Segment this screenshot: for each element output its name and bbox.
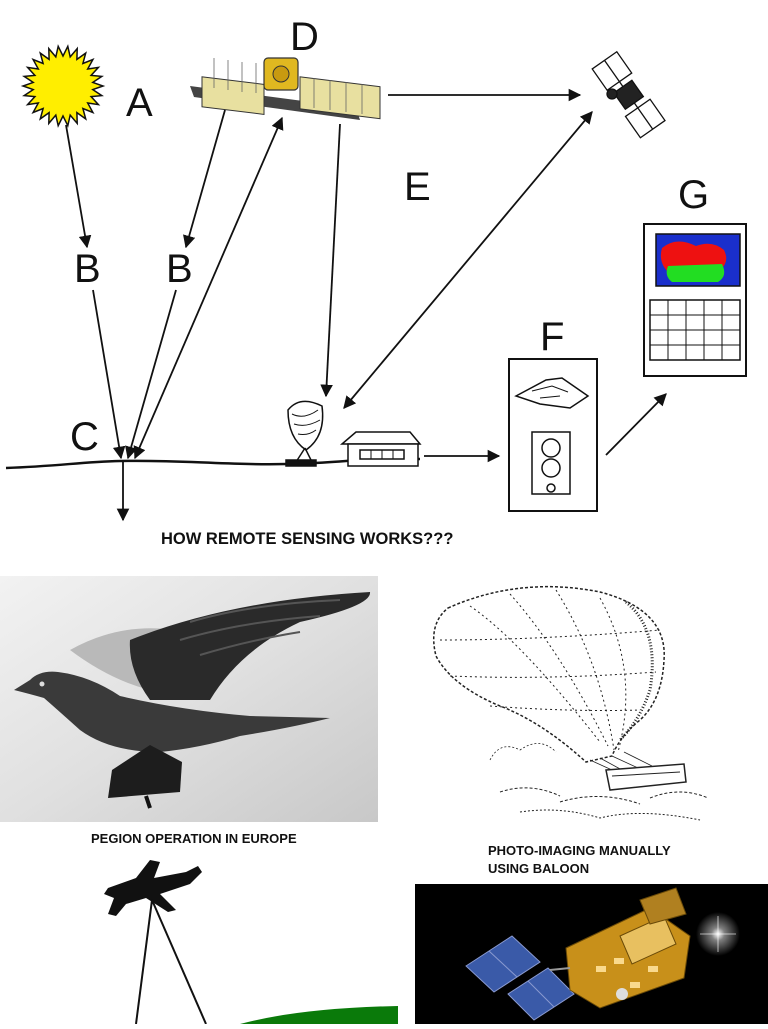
- sensor-footprint-lines: [135, 899, 207, 1025]
- survey-aircraft-icon: [104, 860, 202, 916]
- relay-satellite-icon: [591, 50, 666, 139]
- ground-line: [5, 457, 421, 470]
- balloon-caption-line1: PHOTO-IMAGING MANUALLY: [488, 843, 671, 858]
- sun-icon: [20, 44, 106, 128]
- label-g: G: [678, 173, 709, 217]
- label-c: C: [70, 415, 99, 459]
- pigeon-photo: [0, 576, 378, 822]
- label-b-left: B: [74, 247, 101, 291]
- ground-station-icon: [339, 431, 422, 467]
- space-satellite-photo: [415, 884, 768, 1024]
- label-a: A: [126, 81, 153, 125]
- output-box-g: [643, 223, 747, 377]
- label-b-right: B: [166, 247, 193, 291]
- receiving-dish-icon: [285, 400, 324, 467]
- processing-box-f: [508, 358, 598, 512]
- label-d: D: [290, 15, 319, 59]
- diagram-title: HOW REMOTE SENSING WORKS???: [161, 530, 454, 548]
- ground-surface: [240, 1006, 398, 1024]
- satellite-d-icon: [190, 57, 381, 120]
- pigeon-caption: PEGION OPERATION IN EUROPE: [91, 831, 297, 846]
- balloon-caption-line2: USING BALOON: [488, 861, 590, 876]
- label-f: F: [540, 315, 564, 359]
- balloon-drawing: [433, 585, 709, 821]
- label-e: E: [404, 165, 431, 209]
- energy-flow-arrows: [65, 88, 667, 522]
